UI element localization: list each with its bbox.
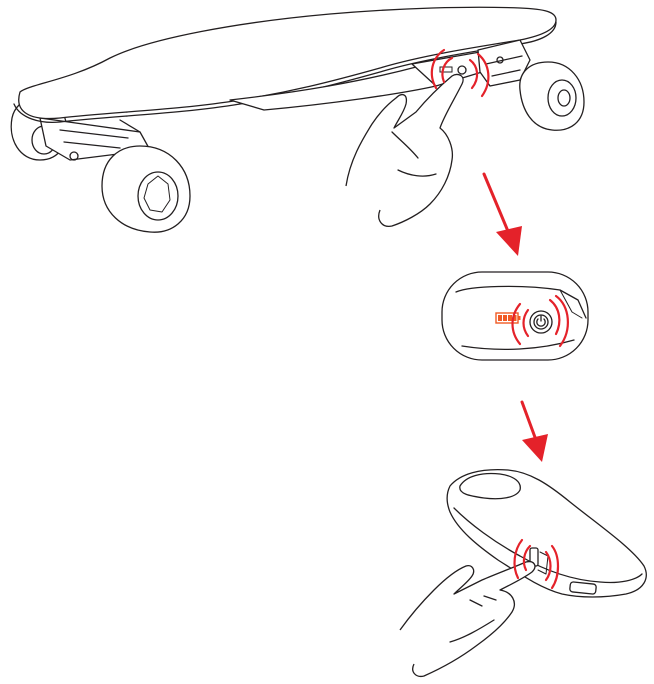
remote-controller: [446, 468, 647, 598]
battery-indicator-small: [439, 66, 453, 73]
skateboard-illustration: [10, 6, 585, 233]
front-wheel: [519, 61, 585, 131]
hand-pressing-remote-button: [399, 560, 536, 678]
hand-pressing-board-button: [345, 73, 464, 227]
remote-signal-waves: [513, 538, 560, 590]
battery-icon: [495, 312, 521, 324]
charging-port: [569, 581, 597, 595]
rear-wheel-front: [101, 145, 191, 233]
step-arrow-icon: [482, 172, 522, 256]
board-button-signal-waves: [430, 48, 490, 98]
power-button-small: [457, 65, 467, 75]
closeup-signal-waves: [511, 294, 569, 348]
battery-closeup: [441, 271, 589, 361]
power-icon: [529, 310, 553, 334]
step-arrow-icon: [520, 400, 548, 462]
battery-housing: [229, 51, 483, 111]
